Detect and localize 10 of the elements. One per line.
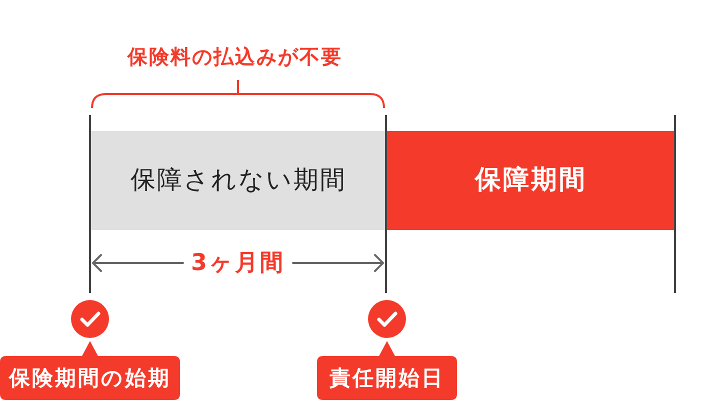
dimension-label: 3ヶ月間 xyxy=(191,250,285,276)
period-bar xyxy=(387,131,675,230)
callout-box xyxy=(0,341,180,400)
bracket-label: 保険料の払込みが不要 xyxy=(128,46,342,68)
period-label: 保障されない期間 xyxy=(130,166,346,195)
callout-box xyxy=(317,341,457,400)
period-label: 保障期間 xyxy=(475,166,587,196)
period-bar xyxy=(91,131,386,230)
callout-text: 保険期間の始期 xyxy=(9,366,171,390)
callout-text: 責任開始日 xyxy=(330,366,444,390)
